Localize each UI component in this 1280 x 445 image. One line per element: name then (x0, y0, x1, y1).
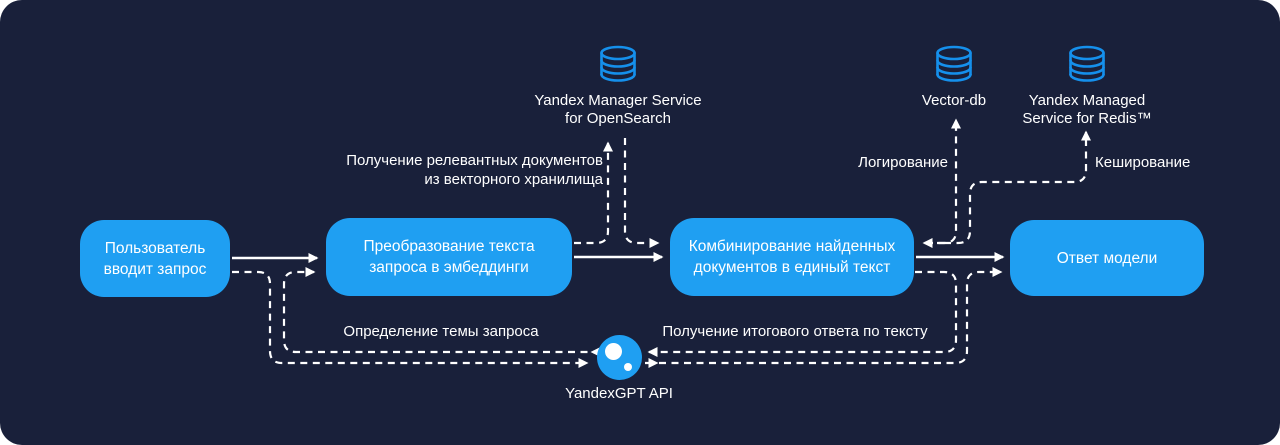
yandexgpt-label: YandexGPT API (565, 385, 673, 402)
flow-node-embeddings-line1: Преобразование текста (363, 238, 535, 255)
service-label-redis-line1: Yandex Managed (1028, 92, 1146, 109)
flow-node-user-line1: Пользователь (104, 239, 206, 257)
edge-label-logging: Логирование (858, 154, 948, 171)
edge-label-final-answer: Получение итогового ответа по тексту (662, 323, 928, 340)
edge-label-retrieval-line1: Получение релевантных документов (346, 152, 603, 169)
arrow-logging-to-vectordb (926, 118, 961, 245)
flow-node-answer-label: Ответ модели (1056, 249, 1158, 267)
service-label-redis: Yandex Managed Service for Redis™ (1022, 92, 1151, 128)
flow-node-user-line2: вводит запрос (103, 260, 207, 278)
service-label-redis-line2: Service for Redis™ (1022, 110, 1152, 127)
service-label-vector-db: Vector-db (922, 92, 986, 110)
flow-node-combine-line2: документов в единый текст (693, 259, 891, 276)
service-label-opensearch-line1: Yandex Manager Service (534, 92, 702, 109)
flow-node-embeddings: Преобразование текста запроса в эмбеддин… (326, 218, 572, 296)
service-label-opensearch: Yandex Manager Service for OpenSearch (534, 92, 701, 128)
database-icon-opensearch (600, 45, 636, 82)
yandexgpt-icon-big-dot (604, 342, 622, 360)
flow-node-embeddings-line2: запроса в эмбеддинги (369, 259, 529, 276)
flow-node-combine: Комбинирование найденных документов в ед… (670, 218, 914, 296)
yandexgpt-icon-small-dot (624, 363, 632, 371)
edge-label-caching: Кеширование (1095, 154, 1191, 171)
flow-node-combine-line1: Комбинирование найденных (688, 238, 896, 255)
database-icon-vector-db (936, 45, 972, 82)
service-label-opensearch-line2: for OpenSearch (565, 110, 671, 127)
edge-label-retrieval: Получение релевантных документов из вект… (346, 151, 603, 189)
database-icon-redis (1069, 45, 1105, 82)
service-label-vector-db-line1: Vector-db (921, 92, 987, 109)
yandexgpt-icon (597, 335, 642, 380)
flow-node-answer: Ответ модели (1010, 220, 1204, 296)
edge-label-retrieval-line2: из векторного хранилища (424, 171, 603, 188)
flow-node-user: Пользователь вводит запрос (80, 220, 230, 297)
edge-label-topic: Определение темы запроса (343, 323, 539, 340)
arrow-opensearch-to-combine (623, 138, 660, 248)
